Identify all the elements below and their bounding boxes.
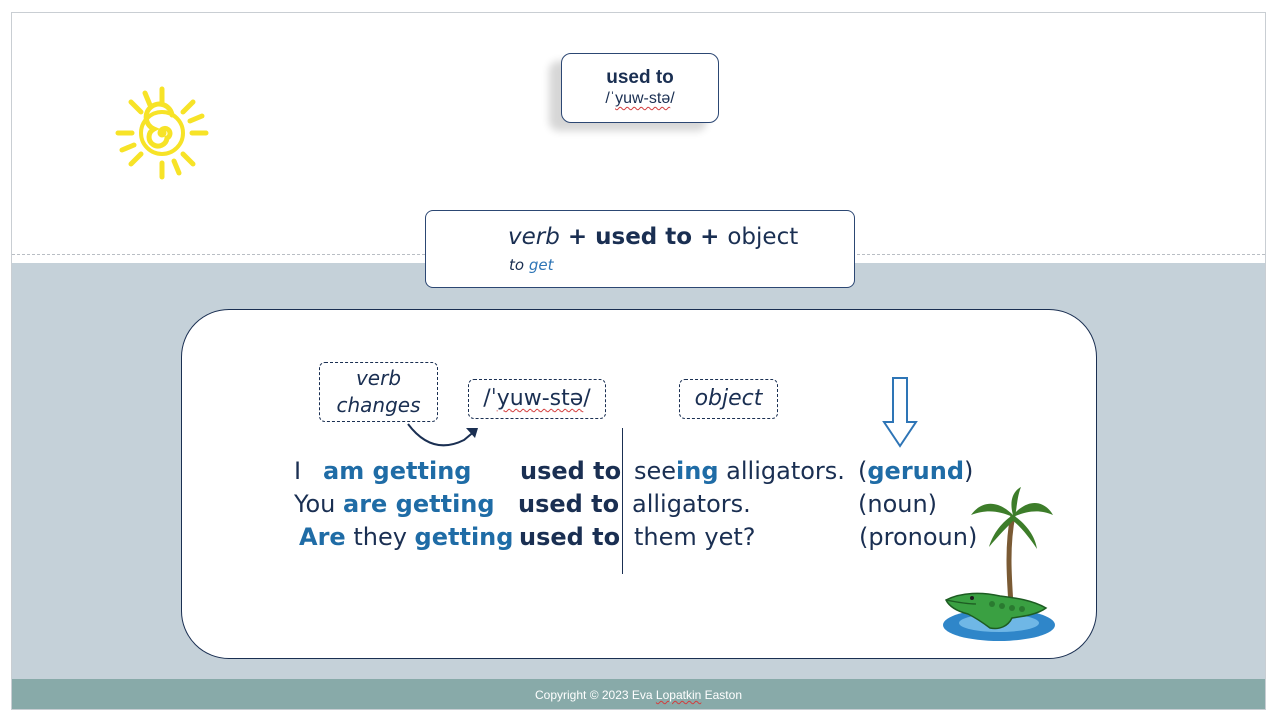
pron-core: yuw-stə	[496, 386, 584, 411]
row2-object: alligators.	[632, 490, 751, 518]
row1-type-word: gerund	[867, 457, 965, 485]
author-name: Lopatkin	[655, 688, 702, 702]
formula-verb: verb	[508, 224, 560, 250]
row1-used-to: used to	[520, 457, 621, 485]
row3-used-to: used to	[519, 523, 620, 551]
pron-suffix: /	[670, 90, 675, 107]
row1-obj-prefix: see	[634, 457, 677, 485]
row2-subject: You are getting	[294, 490, 495, 518]
pronunciation-label: /ˈyuw-stə/	[468, 379, 606, 419]
title-word: used to	[606, 67, 674, 88]
row2-used-to: used to	[518, 490, 619, 518]
title-box: used to /ˈyuw-stə/	[561, 53, 719, 123]
formula-line: verb + used to + object	[508, 224, 798, 250]
copyright-prefix: Copyright © 2023 Eva	[535, 688, 656, 702]
down-arrow-icon	[882, 377, 918, 448]
verb-changes-label: verb changes	[319, 362, 438, 422]
row3-type: (pronoun)	[859, 523, 978, 551]
row2-type: (noun)	[858, 490, 938, 518]
slide: used to /ˈyuw-stə/ verb + used to + obje…	[11, 12, 1266, 710]
row1-verb: am getting	[323, 457, 471, 485]
row1-used-to-text: used to	[520, 457, 622, 485]
row3-subject: Are they getting	[299, 523, 513, 551]
verb-changes-line1: verb	[355, 366, 402, 390]
pron-prefix: /ˈ	[483, 386, 497, 411]
formula-plus: +	[559, 224, 596, 250]
formula-subline: to get	[509, 256, 553, 274]
pron-core: yuw-stə	[615, 90, 671, 107]
verb-changes-line2: changes	[336, 393, 421, 417]
column-divider	[622, 428, 623, 574]
row2-subject-text: You	[294, 490, 343, 518]
row3-verb-text: getting	[414, 523, 514, 551]
formula-used-to: used to	[595, 224, 693, 250]
title-pronunciation: /ˈyuw-stə/	[562, 90, 718, 108]
row3-used-to-text: used to	[519, 523, 621, 551]
formula-plus: +	[692, 224, 728, 250]
copyright-suffix: Easton	[701, 688, 742, 702]
row3-subject-are: Are	[299, 523, 346, 551]
formula-box: verb + used to + object to get	[425, 210, 855, 288]
row1-type: (gerund)	[858, 457, 973, 485]
row3-object: them yet?	[634, 523, 756, 551]
row1-paren: (	[858, 457, 868, 485]
examples-card: verb changes /ˈyuw-stə/ object I am gett…	[181, 309, 1097, 659]
footer-copyright: Copyright © 2023 Eva Lopatkin Easton	[12, 679, 1265, 709]
row3-subject-they: they	[345, 523, 415, 551]
row1-obj-rest: alligators.	[718, 457, 845, 485]
sun-icon	[115, 86, 209, 180]
row2-verb-text: are getting	[343, 490, 495, 518]
pron-suffix: /	[583, 386, 591, 411]
formula-to: to	[509, 256, 529, 274]
pron-prefix: /ˈ	[605, 90, 616, 107]
row1-obj-suffix: ing	[676, 457, 719, 485]
row1-subject: I	[294, 457, 302, 485]
formula-object: object	[727, 224, 799, 250]
crocodile-icon	[944, 592, 1048, 630]
row2-used-to-text: used to	[518, 490, 620, 518]
curved-arrow-icon	[407, 423, 478, 447]
row1-object: seeing alligators.	[634, 457, 845, 485]
formula-get: get	[528, 256, 554, 274]
row1-verb-text: am getting	[323, 457, 472, 485]
row1-paren: )	[964, 457, 974, 485]
object-label: object	[679, 379, 778, 419]
